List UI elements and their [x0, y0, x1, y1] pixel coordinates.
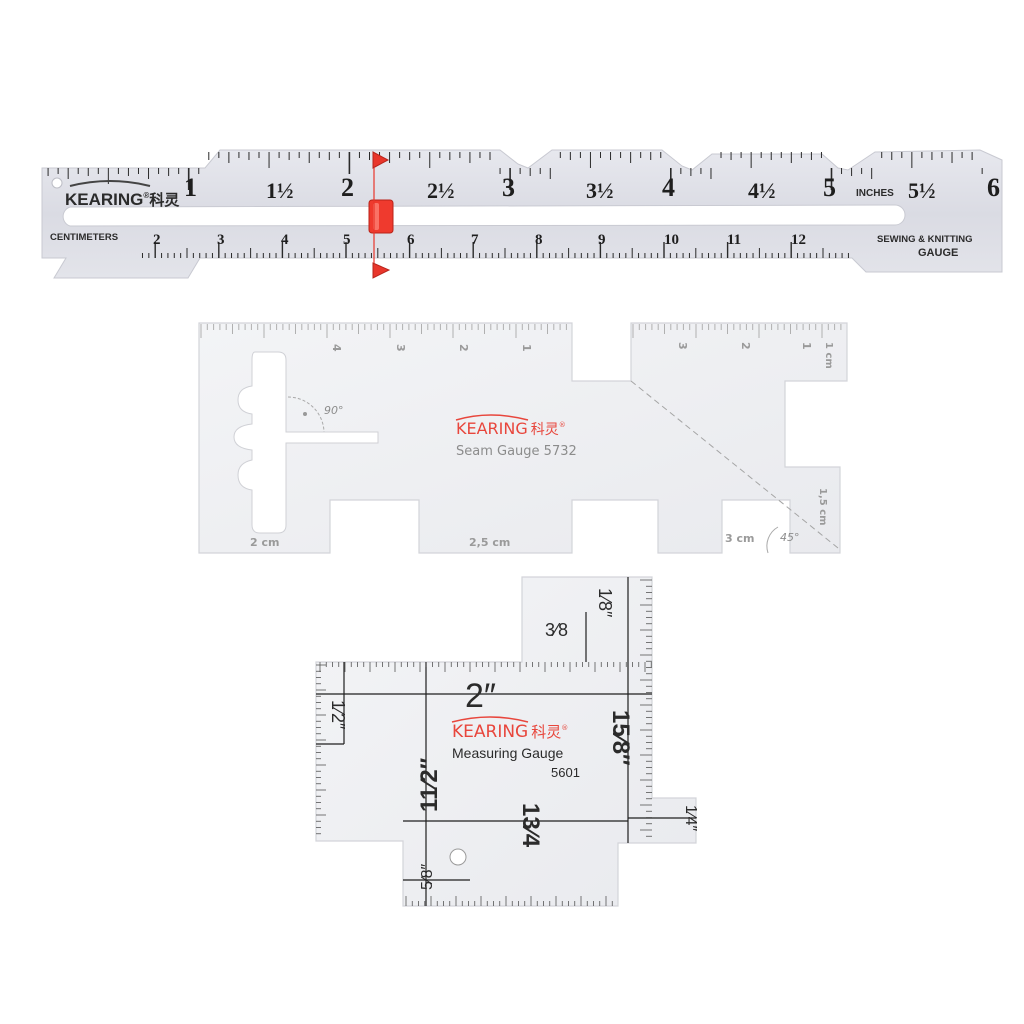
inches-label: INCHES [856, 188, 894, 199]
seam-brand-name: KEARING [456, 419, 528, 438]
cm-number-5: 5 [343, 232, 351, 248]
seam-label-2-5cm: 2,5 cm [469, 536, 510, 549]
label-1-3-4-inch: 13⁄4 [517, 803, 544, 848]
inch-number-3: 3 [502, 173, 515, 202]
cm-tick-marks [141, 242, 849, 258]
measuring-brand-chinese: 科灵 [531, 723, 561, 741]
cm-number-11: 11 [727, 232, 741, 248]
cm-number-labels: 2 3 4 5 6 7 8 9 10 11 12 [153, 232, 806, 248]
label-3-8-inch: 3⁄8 [545, 620, 568, 640]
cm-number-6: 6 [407, 232, 415, 248]
cm-number-10: 10 [664, 232, 679, 248]
slider-bottom-arrow[interactable] [372, 262, 391, 279]
inch-tick-marks [47, 152, 983, 190]
gauge-slot [62, 204, 906, 227]
inch-number-6: 6 [987, 173, 1000, 202]
inch-number-1: 1 [184, 173, 197, 202]
cm-number-4: 4 [281, 232, 289, 248]
gauge-brand-logo: KEARING®科灵 [65, 190, 180, 209]
seam-gauge-5732: 4 3 2 1 3 2 1 1 cm 1,5 cm 90° 45° 2 cm 2… [198, 322, 848, 554]
seam-top-right-number-3: 3 [676, 342, 689, 350]
label-1-4-inch: 1⁄4″ [682, 805, 699, 831]
measuring-gauge-name: Measuring Gauge [452, 745, 564, 761]
red-slider-marker[interactable] [368, 151, 394, 279]
slider-handle[interactable] [368, 199, 394, 234]
dashed-45-line [630, 380, 839, 549]
label-5-8-inch: 5⁄8″ [419, 864, 436, 890]
measuring-gauge-body [315, 576, 697, 907]
half-label-1: 1½ [266, 178, 294, 203]
seam-label-1-5cm: 1,5 cm [817, 488, 828, 526]
measuring-brand-name: KEARING [452, 722, 528, 742]
seam-label-1cm: 1 cm [823, 342, 834, 369]
cm-number-2: 2 [153, 232, 161, 248]
centimeters-label: CENTIMETERS [50, 232, 118, 243]
seam-gauge-tick-marks [200, 324, 842, 338]
measuring-gauge-hole [449, 848, 467, 866]
seam-top-number-3: 3 [394, 344, 407, 352]
seam-top-number-1: 1 [520, 344, 533, 352]
gauge-title-line2: GAUGE [918, 247, 958, 259]
gauge-title-line1: SEWING & KNITTING [877, 234, 973, 245]
brand-name: KEARING [65, 190, 143, 209]
angle-90-arc [287, 396, 325, 433]
hang-hole [51, 177, 63, 189]
angle-90-label: 90° [324, 404, 344, 417]
measuring-gauge-tick-marks [316, 579, 652, 906]
angle-45-arc [766, 526, 779, 554]
inch-number-2: 2 [341, 173, 354, 202]
seam-top-right-number-2: 2 [739, 342, 752, 350]
measuring-gauge-number: 5601 [551, 765, 580, 780]
half-label-4: 4½ [748, 178, 776, 203]
slider-top-arrow[interactable] [372, 151, 390, 169]
cm-number-3: 3 [217, 232, 225, 248]
measuring-logo-swoosh [451, 716, 529, 723]
half-label-3: 3½ [586, 178, 614, 203]
half-label-2: 2½ [427, 178, 455, 203]
seam-brand-chinese: 科灵 [531, 422, 559, 438]
sewing-knitting-gauge: KEARING®科灵 1 2 3 4 5 6 1½ 2½ 3½ 4½ 5½ IN… [41, 149, 1003, 279]
half-label-5: 5½ [908, 178, 936, 203]
measuring-gauge-5601: 2″ 1⁄8″ 3⁄8 1⁄2″ 15⁄8″ 11⁄2″ 13⁄4 1⁄4″ 5… [315, 576, 699, 907]
cm-number-8: 8 [535, 232, 543, 248]
cm-number-12: 12 [791, 232, 806, 248]
label-1-1-2-inch: 11⁄2″ [416, 757, 443, 812]
label-1-8-inch: 1⁄8″ [595, 588, 615, 618]
cm-number-9: 9 [598, 232, 606, 248]
inch-number-4: 4 [662, 173, 675, 202]
seam-top-right-number-1: 1 [800, 342, 813, 350]
seam-top-number-2: 2 [457, 344, 470, 352]
label-2-inch: 2″ [465, 677, 496, 715]
seam-gauge-name: Seam Gauge 5732 [456, 444, 577, 459]
seam-label-3cm: 3 cm [725, 532, 754, 545]
angle-90-dot [303, 412, 307, 416]
seam-brand-reg: ® [559, 421, 566, 429]
seam-top-number-4: 4 [330, 344, 343, 352]
cm-number-7: 7 [471, 232, 479, 248]
label-1-5-8-inch: 15⁄8″ [607, 710, 634, 766]
seam-gauge-body [198, 322, 848, 554]
seam-gauge-cutout [233, 351, 379, 534]
measuring-brand-reg: ® [561, 724, 568, 732]
inch-number-5: 5 [823, 173, 836, 202]
angle-45-label: 45° [780, 531, 800, 544]
seam-logo-swoosh [455, 414, 529, 421]
logo-swoosh [69, 180, 151, 187]
brand-reg: ® [143, 191, 149, 200]
seam-label-2cm: 2 cm [250, 536, 279, 549]
measuring-guide-lines [316, 577, 696, 906]
brand-chinese: 科灵 [149, 191, 180, 209]
label-1-2-inch: 1⁄2″ [328, 700, 348, 730]
